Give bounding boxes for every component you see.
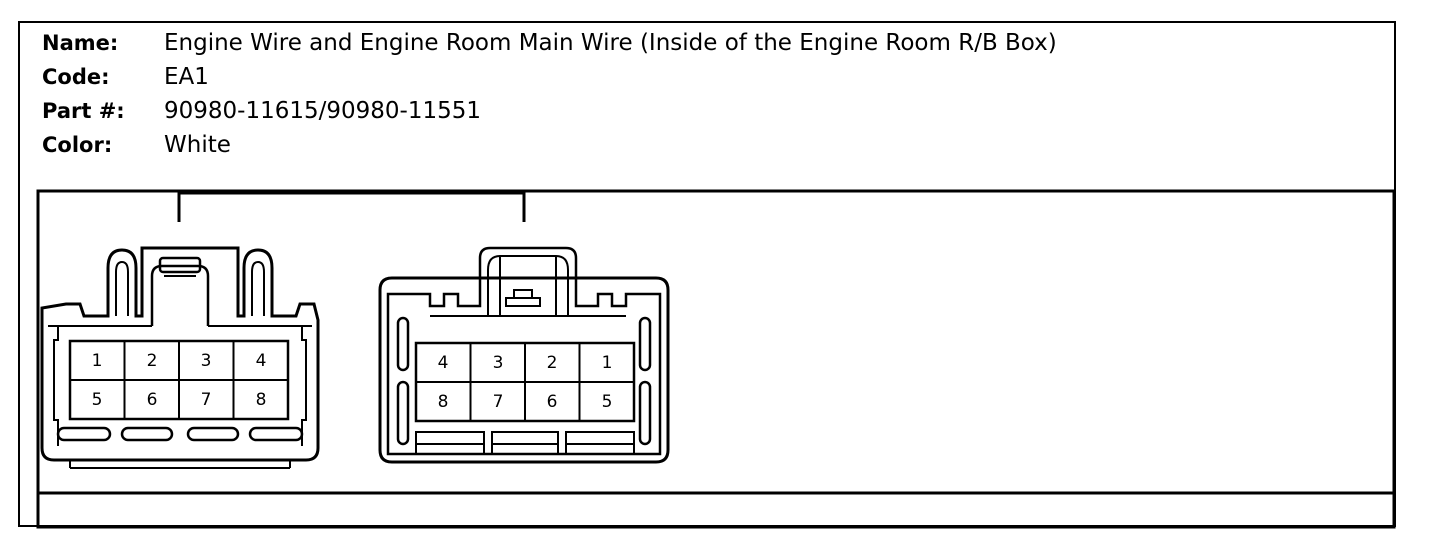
side-rib — [396, 316, 410, 372]
right-pin-6: 6 — [547, 392, 558, 412]
code-value: EA1 — [164, 64, 209, 90]
name-label: Name: — [42, 31, 119, 55]
right-pin-4: 4 — [438, 353, 449, 373]
diagram-panel — [36, 189, 1396, 529]
mating-bracket — [177, 191, 526, 222]
right-pin-5: 5 — [602, 392, 613, 412]
right-pin-1: 1 — [602, 353, 613, 373]
right-connector — [378, 246, 670, 464]
right-pin-8: 8 — [438, 392, 449, 412]
latch-slot — [248, 426, 304, 442]
left-pin-1: 1 — [92, 351, 103, 371]
right-pin-3: 3 — [493, 353, 504, 373]
left-connector — [40, 246, 320, 469]
color-value: White — [164, 132, 231, 158]
latch-slot — [186, 426, 240, 442]
part-label: Part #: — [42, 99, 125, 123]
left-pin-8: 8 — [256, 390, 267, 410]
right-pin-7: 7 — [493, 392, 504, 412]
left-pin-7: 7 — [201, 390, 212, 410]
left-pin-3: 3 — [201, 351, 212, 371]
left-pin-6: 6 — [147, 390, 158, 410]
code-label: Code: — [42, 65, 110, 89]
side-rib — [396, 380, 410, 446]
side-rib — [638, 316, 652, 372]
left-pin-2: 2 — [147, 351, 158, 371]
left-pin-4: 4 — [256, 351, 267, 371]
latch-slot — [56, 426, 112, 442]
info-row-color: Color: White — [42, 129, 231, 161]
info-row-part: Part #: 90980-11615/90980-11551 — [42, 95, 481, 127]
left-pin-5: 5 — [92, 390, 103, 410]
name-value: Engine Wire and Engine Room Main Wire (I… — [164, 30, 1057, 56]
latch-slot — [120, 426, 174, 442]
color-label: Color: — [42, 133, 113, 157]
info-row-name: Name: Engine Wire and Engine Room Main W… — [42, 27, 1057, 59]
part-value: 90980-11615/90980-11551 — [164, 98, 482, 124]
right-pin-2: 2 — [547, 353, 558, 373]
side-rib — [638, 380, 652, 446]
info-row-code: Code: EA1 — [42, 61, 209, 93]
